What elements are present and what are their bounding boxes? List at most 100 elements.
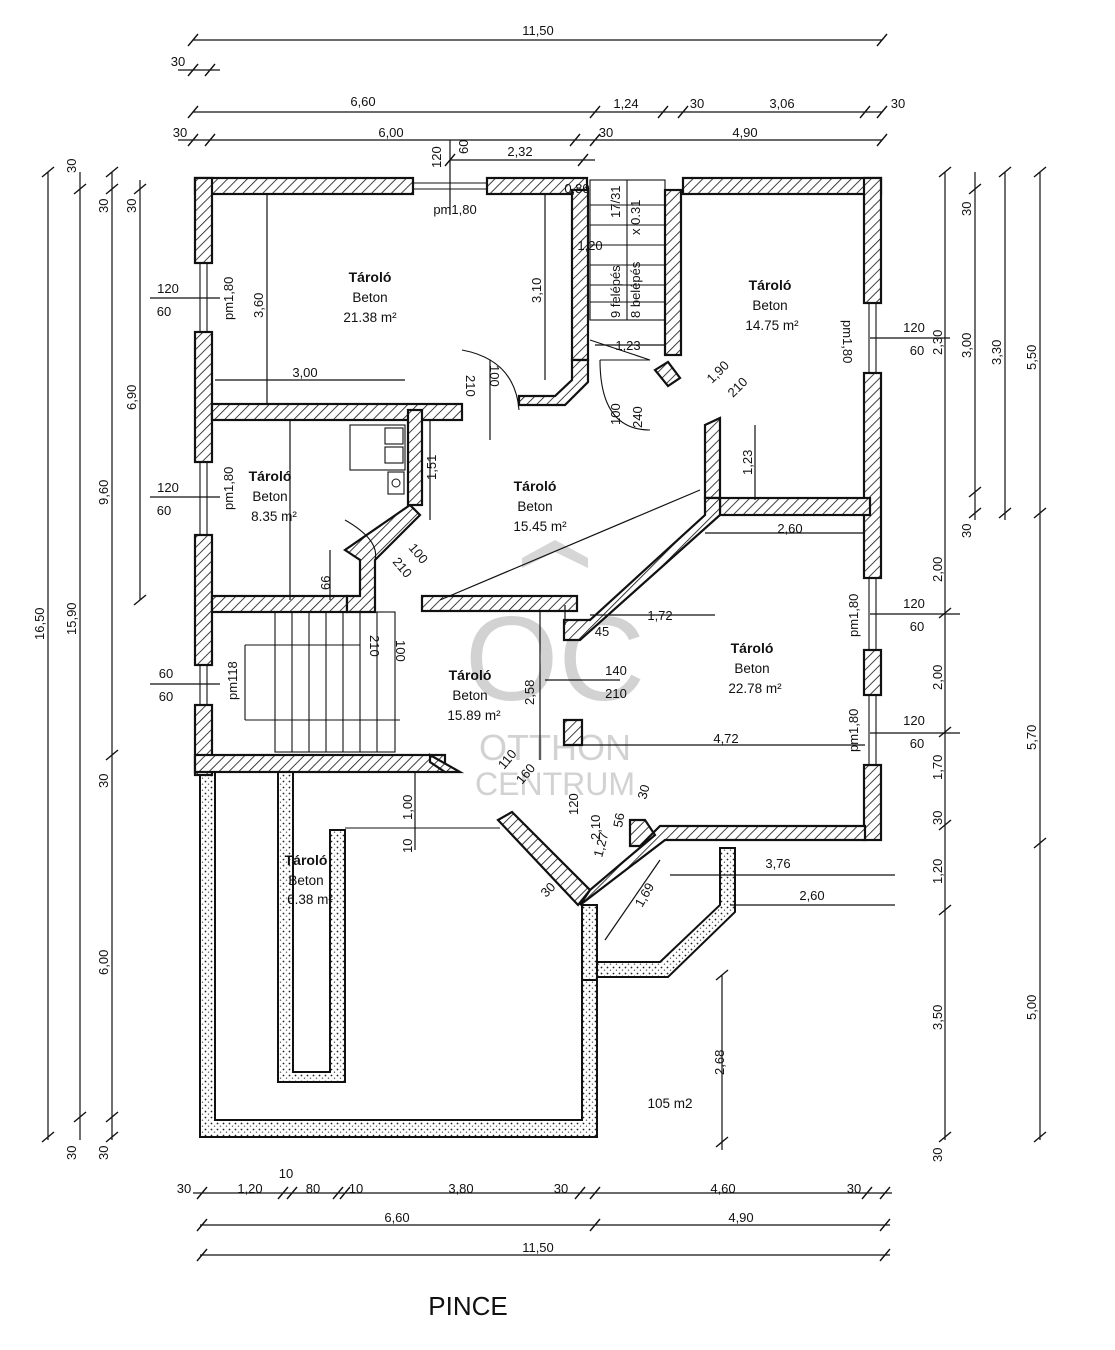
- dim-472: 4,72: [713, 731, 738, 746]
- dim-080: 0,80: [564, 181, 589, 196]
- room-3-floor: Beton: [252, 489, 287, 504]
- dim-bot-10b: 10: [349, 1181, 363, 1196]
- dim-left-30d: 30: [96, 774, 111, 788]
- dim-r120b: 120: [903, 713, 925, 728]
- dim-bot-660: 6,60: [384, 1210, 409, 1225]
- dim-right-570: 5,70: [1024, 725, 1039, 750]
- dimension-lines: [41, 33, 1047, 1262]
- dim-123b: 1,23: [740, 450, 755, 475]
- dim-left-30e: 30: [64, 1146, 79, 1160]
- dim-right-350: 3,50: [930, 1005, 945, 1030]
- dim-bot-1150: 11,50: [522, 1240, 554, 1255]
- dim-10a: 10: [400, 839, 415, 853]
- dim-30f: 30: [634, 783, 652, 801]
- dim-56: 56: [610, 812, 627, 829]
- dim-bot-30b: 30: [554, 1181, 568, 1196]
- fixtures: [349, 424, 406, 495]
- dim-r60b: 60: [910, 736, 924, 751]
- dim-210c: 210: [390, 554, 415, 580]
- dim-190: 1,90: [704, 358, 733, 387]
- dim-left-600: 6,00: [96, 950, 111, 975]
- dim-l60c: 60: [159, 666, 173, 681]
- dim-pm118: pm118: [225, 661, 240, 700]
- dim-right-330: 3,30: [989, 340, 1004, 365]
- dimension-labels: 11,50 30 6,60 1,24 30 3,06 30 30 6,00 30…: [32, 23, 1039, 1255]
- room-7-name: Tároló: [285, 852, 328, 868]
- dim-bot-380: 3,80: [448, 1181, 473, 1196]
- dim-left-960: 9,60: [96, 480, 111, 505]
- dim-right-550: 5,50: [1024, 345, 1039, 370]
- total-area: 105 m2: [647, 1096, 692, 1111]
- dim-258: 2,58: [522, 680, 537, 705]
- dim-140: 140: [605, 663, 627, 678]
- dim-360: 3,60: [251, 293, 266, 318]
- dim-top-232: 2,32: [507, 144, 532, 159]
- dim-top-120: 120: [429, 146, 444, 168]
- room-4-area: 15.45 m²: [513, 519, 567, 534]
- dim-260b: 2,60: [799, 888, 824, 903]
- dim-pm180a: pm1,80: [433, 202, 476, 217]
- dim-left-690: 6,90: [124, 385, 139, 410]
- dim-right-200a: 2,00: [930, 557, 945, 582]
- dim-l120b: 120: [157, 480, 179, 495]
- dim-left-30a: 30: [64, 159, 79, 173]
- dim-right-300: 3,00: [959, 333, 974, 358]
- room-3-area: 8.35 m²: [251, 509, 297, 524]
- dim-top-total: 11,50: [522, 23, 554, 38]
- dim-top-60: 60: [456, 140, 471, 154]
- dim-151: 1,51: [424, 455, 439, 480]
- watermark: OC OTTHON CENTRUM: [465, 540, 645, 802]
- room-5-floor: Beton: [452, 688, 487, 703]
- dim-top-600: 6,00: [378, 125, 403, 140]
- doors: [344, 339, 651, 561]
- dim-100b: 100: [608, 403, 623, 425]
- dim-100c: 100: [406, 540, 431, 566]
- room-5-area: 15.89 m²: [447, 708, 501, 723]
- dim-260a: 2,60: [777, 521, 802, 536]
- dim-top-306: 3,06: [769, 96, 794, 111]
- dim-right-500: 5,00: [1024, 995, 1039, 1020]
- room-7-floor: Beton: [288, 873, 323, 888]
- dim-right-30a: 30: [959, 202, 974, 216]
- dim-top-490: 4,90: [732, 125, 757, 140]
- room-labels: Tároló Beton 21.38 m² Tároló Beton 14.75…: [249, 269, 800, 1111]
- dim-right-120: 1,20: [930, 859, 945, 884]
- room-2-name: Tároló: [749, 277, 792, 293]
- dim-120c: 120: [566, 793, 581, 815]
- dim-pm180e: pm1,80: [846, 709, 861, 752]
- dim-l60d: 60: [159, 689, 173, 704]
- dim-left-1650: 16,50: [32, 607, 47, 640]
- dim-l120a: 120: [157, 281, 179, 296]
- room-4-name: Tároló: [514, 478, 557, 494]
- dim-30g: 30: [538, 879, 559, 900]
- room-3-name: Tároló: [249, 468, 292, 484]
- stair-label-b: 8 belépés: [628, 261, 643, 318]
- dim-123: 1,23: [615, 338, 640, 353]
- room-1-name: Tároló: [349, 269, 392, 285]
- dim-l60a: 60: [157, 304, 171, 319]
- dim-bot-490: 4,90: [728, 1210, 753, 1225]
- dim-bot-10a: 10: [279, 1166, 293, 1181]
- room-6-floor: Beton: [734, 661, 769, 676]
- dim-r120a: 120: [903, 596, 925, 611]
- stair-label-a: 9 felépés: [608, 265, 623, 318]
- dim-210f: 2,10: [588, 815, 603, 840]
- dim-l60b: 60: [157, 503, 171, 518]
- stair-label-d: x 0.31: [628, 200, 643, 235]
- watermark-line1: OTTHON: [479, 727, 631, 768]
- dim-right-30b: 30: [959, 524, 974, 538]
- dim-pm180c: pm1,80: [221, 467, 236, 510]
- dim-r60c: 60: [910, 343, 924, 358]
- room-4-floor: Beton: [517, 499, 552, 514]
- dim-66: 66: [318, 576, 333, 590]
- dim-top-30b: 30: [690, 96, 704, 111]
- stair-labels: 9 felépés 8 belépés 17/31 x 0.31: [608, 185, 643, 318]
- room-6-area: 22.78 m²: [728, 681, 782, 696]
- watermark-logo: OC: [465, 592, 645, 726]
- walls: [193, 176, 883, 907]
- stair-label-c: 17/31: [608, 185, 623, 218]
- dim-right-170: 1,70: [930, 755, 945, 780]
- stairs-lower: [244, 611, 400, 753]
- dim-top-30c: 30: [891, 96, 905, 111]
